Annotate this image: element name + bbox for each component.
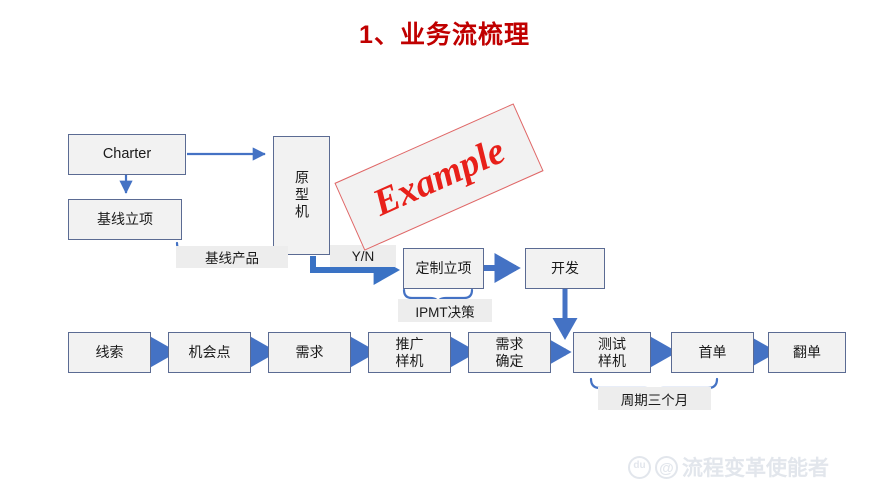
box-prototype-label: 原型机 (294, 170, 310, 221)
box-step-test-prototype-label: 测试 样机 (598, 336, 626, 370)
box-step-test-prototype[interactable]: 测试 样机 (573, 332, 651, 373)
box-baseline-project-label: 基线立项 (97, 211, 153, 227)
label-baseline-product-text: 基线产品 (205, 251, 259, 266)
box-step-clue[interactable]: 线索 (68, 332, 151, 373)
box-step-test-prototype-line1: 测试 (598, 335, 626, 352)
box-step-opportunity[interactable]: 机会点 (168, 332, 251, 373)
box-step-promo-prototype-line2: 样机 (395, 352, 424, 369)
box-development-label: 开发 (551, 260, 579, 276)
box-baseline-project[interactable]: 基线立项 (68, 199, 182, 240)
baidu-watermark: @ 流程变革使能者 (628, 452, 829, 482)
box-step-promo-prototype[interactable]: 推广 样机 (368, 332, 451, 373)
label-ipmt: IPMT决策 (398, 299, 492, 322)
label-yn-text: Y/N (351, 248, 375, 264)
box-step-clue-label: 线索 (95, 344, 124, 360)
box-custom-project-label: 定制立项 (415, 260, 472, 276)
box-charter[interactable]: Charter (68, 134, 186, 175)
label-baseline-product: 基线产品 (176, 246, 288, 268)
box-charter-label: Charter (102, 146, 152, 162)
box-development[interactable]: 开发 (525, 248, 605, 289)
box-step-repeat-order-label: 翻单 (793, 344, 821, 360)
baidu-watermark-text: 流程变革使能者 (682, 457, 829, 480)
box-step-requirement-confirmed-line2: 确定 (495, 352, 524, 369)
box-step-test-prototype-line2: 样机 (598, 352, 626, 369)
box-step-promo-prototype-label: 推广 样机 (396, 336, 424, 370)
box-step-requirement-confirmed[interactable]: 需求 确定 (468, 332, 551, 373)
box-step-requirement-confirmed-label: 需求 确定 (496, 336, 524, 370)
box-step-repeat-order[interactable]: 翻单 (768, 332, 846, 373)
label-ipmt-text: IPMT决策 (415, 304, 475, 320)
box-step-promo-prototype-line1: 推广 (395, 335, 424, 352)
label-cycle-three-months: 周期三个月 (598, 387, 711, 410)
box-step-requirement[interactable]: 需求 (268, 332, 351, 373)
box-step-opportunity-label: 机会点 (188, 344, 231, 360)
box-step-first-order[interactable]: 首单 (671, 332, 754, 373)
at-sign-icon: @ (655, 455, 678, 479)
baidu-paw-icon (628, 455, 651, 479)
box-custom-project[interactable]: 定制立项 (403, 248, 484, 289)
label-yn: Y/N (330, 245, 396, 267)
example-watermark-text: Example (366, 129, 512, 225)
label-cycle-three-months-text: 周期三个月 (620, 392, 689, 408)
box-step-requirement-label: 需求 (295, 344, 324, 360)
box-prototype[interactable]: 原型机 (273, 136, 330, 255)
example-watermark-stamp: Example (334, 103, 544, 251)
box-step-requirement-confirmed-line1: 需求 (495, 335, 524, 352)
page-title: 1、业务流梳理 (359, 21, 530, 49)
box-step-first-order-label: 首单 (698, 344, 727, 360)
